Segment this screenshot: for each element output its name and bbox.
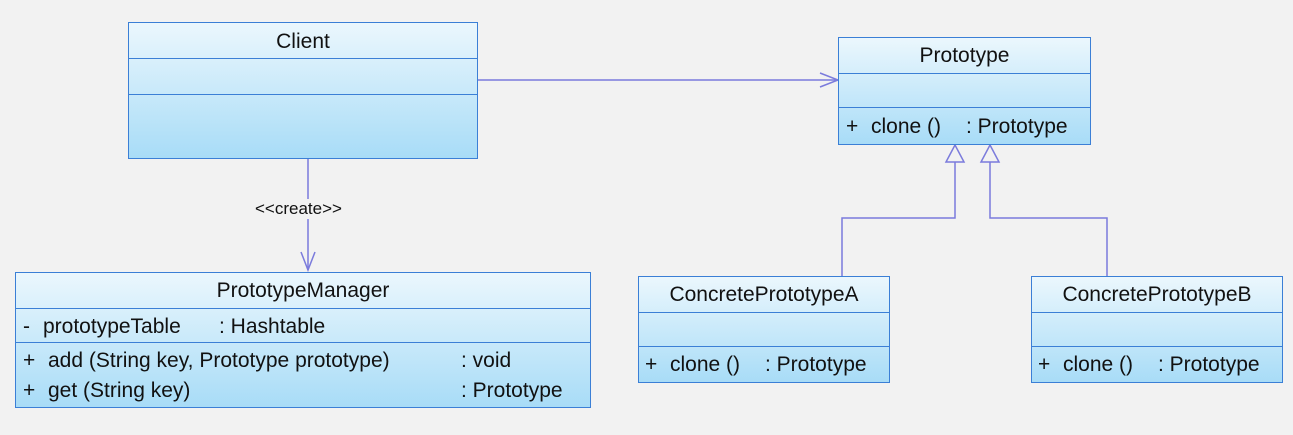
operation-type: : Prototype bbox=[966, 115, 1068, 138]
class-client[interactable]: Client bbox=[128, 22, 478, 159]
operation-type: : Prototype bbox=[1158, 353, 1260, 376]
operation-name: clone () bbox=[871, 115, 942, 138]
class-concrete-prototype-b[interactable]: ConcretePrototypeB + clone () : Prototyp… bbox=[1031, 276, 1283, 383]
class-name: PrototypeManager bbox=[216, 279, 390, 302]
generalization-a bbox=[841, 162, 956, 276]
attribute-visibility: - bbox=[23, 315, 30, 338]
operation-type: : Prototype bbox=[461, 379, 563, 402]
class-prototype-manager[interactable]: PrototypeManager - prototypeTable : Hash… bbox=[15, 272, 591, 408]
attributes-section bbox=[639, 312, 889, 346]
dependency-arrowhead bbox=[300, 251, 316, 273]
operation-visibility: + bbox=[1038, 353, 1051, 376]
operation-type: : Prototype bbox=[765, 353, 867, 376]
class-name: ConcretePrototypeB bbox=[1062, 283, 1252, 306]
operation-visibility: + bbox=[23, 349, 36, 372]
operation-visibility: + bbox=[846, 115, 859, 138]
operations-section bbox=[1032, 346, 1282, 383]
operation-type: : void bbox=[461, 349, 512, 372]
class-name: ConcretePrototypeA bbox=[669, 283, 859, 306]
generalization-a-triangle bbox=[944, 143, 966, 163]
operation-name: clone () bbox=[1063, 353, 1134, 376]
attributes-section bbox=[129, 58, 477, 94]
operation-name: clone () bbox=[670, 353, 741, 376]
class-name: Prototype bbox=[919, 44, 1010, 67]
class-name: Client bbox=[276, 30, 330, 53]
generalization-b-triangle bbox=[979, 143, 1001, 163]
attribute-type: : Hashtable bbox=[219, 315, 326, 338]
operation-visibility: + bbox=[645, 353, 658, 376]
class-prototype[interactable]: Prototype + clone () : Prototype bbox=[838, 37, 1091, 145]
attributes-section bbox=[839, 73, 1090, 107]
create-stereotype-label: <<create>> bbox=[255, 199, 342, 219]
attributes-section bbox=[16, 308, 590, 342]
attributes-section bbox=[1032, 312, 1282, 346]
operations-section bbox=[129, 94, 477, 159]
operation-name: add (String key, Prototype prototype) bbox=[48, 349, 390, 372]
operation-name: get (String key) bbox=[48, 379, 191, 402]
generalization-b bbox=[989, 162, 1108, 276]
operations-section bbox=[16, 342, 590, 408]
operation-visibility: + bbox=[23, 379, 36, 402]
class-concrete-prototype-a[interactable]: ConcretePrototypeA + clone () : Prototyp… bbox=[638, 276, 890, 383]
attribute-name: prototypeTable bbox=[43, 315, 181, 338]
operations-section bbox=[839, 107, 1090, 145]
operations-section bbox=[639, 346, 889, 383]
